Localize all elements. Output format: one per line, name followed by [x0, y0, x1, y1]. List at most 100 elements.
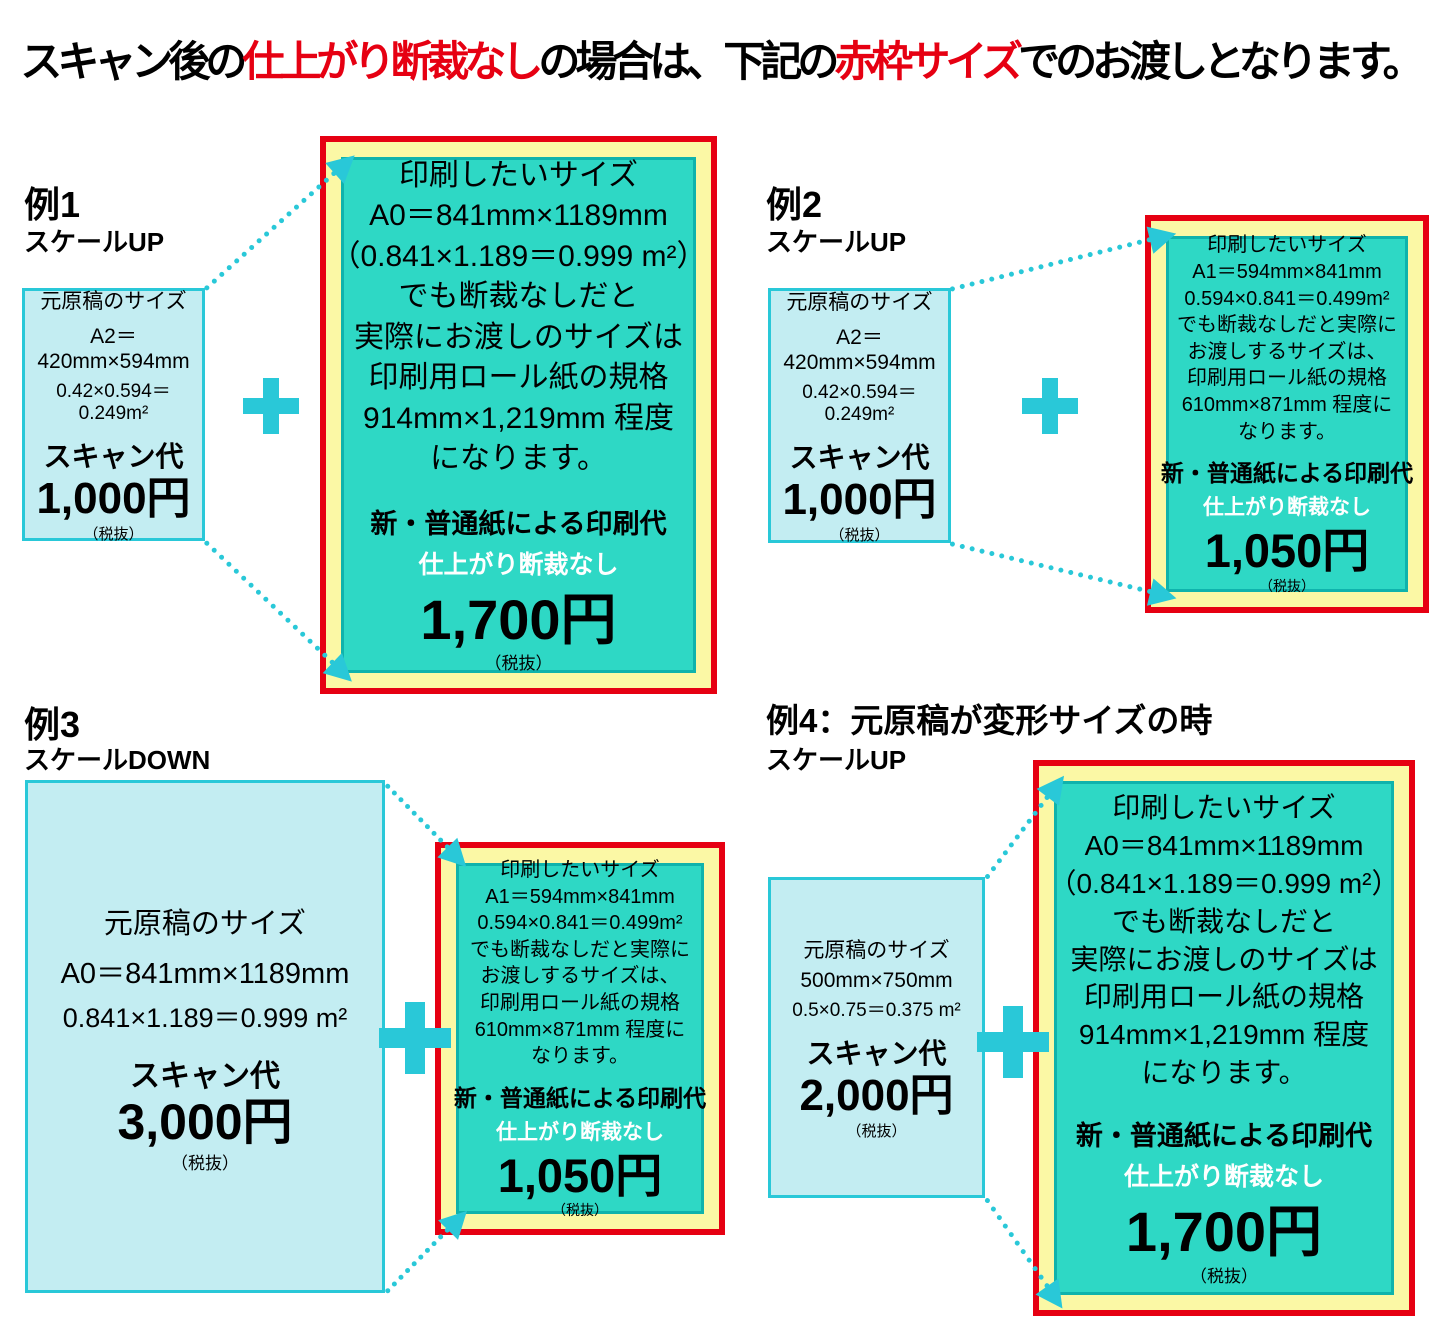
dotted-arrow-icon [203, 539, 362, 692]
dotted-arrow-icon [949, 220, 1180, 292]
print-size-line: 0.594×0.841＝0.499m² [1184, 287, 1390, 310]
print-fee-label: 新・普通紙による印刷代 [1075, 1120, 1373, 1151]
print-size-line: でも断裁なしだと [398, 280, 639, 314]
dotted-arrow-icon [949, 541, 1180, 612]
source-size-title: 元原稿のサイズ [40, 290, 187, 314]
example2-delivery-frame: 印刷したいサイズ A1＝594mm×841mm 0.594×0.841＝0.49… [1145, 215, 1429, 613]
print-size-line: なります。 [531, 1045, 629, 1068]
example4-label: 例4：元原稿が変形サイズの時 [766, 702, 1213, 739]
print-size-line: 610mm×871mm 程度に [1181, 394, 1393, 417]
example2-label: 例2 [766, 184, 823, 225]
print-size-line: （0.841×1.189＝0.999 m²） [330, 239, 707, 273]
example4-source-box: 元原稿のサイズ 500mm×750mm 0.5×0.75＝0.375 m² スキ… [768, 877, 985, 1198]
plus-icon [379, 1002, 451, 1074]
title-segment: スキャン後の [20, 38, 247, 85]
print-size-line: A0＝841mm×1189mm [1084, 830, 1364, 862]
print-size-line: 914mm×1,219mm 程度 [1078, 1019, 1370, 1051]
print-size-line: 0.594×0.841＝0.499m² [477, 912, 683, 935]
print-fee-value: 1,700円 [420, 587, 617, 651]
print-size-line: お渡しするサイズは、 [480, 965, 680, 988]
example4-print-box: 印刷したいサイズ A0＝841mm×1189mm （0.841×1.189＝0.… [1049, 781, 1400, 1295]
print-size-line: 印刷したいサイズ [398, 158, 639, 192]
example4-delivery-frame: 印刷したいサイズ A0＝841mm×1189mm （0.841×1.189＝0.… [1033, 760, 1415, 1316]
source-size-title: 元原稿のサイズ [803, 939, 950, 963]
print-size-line: になります。 [1141, 1056, 1307, 1088]
dotted-arrow-icon [384, 782, 477, 877]
source-size-value: A0＝841mm×1189mm [60, 957, 350, 990]
scan-fee-value: 1,000円 [782, 475, 937, 525]
plus-icon [977, 1006, 1049, 1078]
source-size-value: A2＝420mm×594mm [37, 325, 190, 374]
print-size-line: なります。 [1238, 420, 1336, 443]
no-trim-subtitle: 仕上がり断裁なし [418, 550, 619, 579]
example1-source-box: 元原稿のサイズ A2＝420mm×594mm 0.42×0.594＝0.249m… [22, 288, 205, 543]
print-size-line: （0.841×1.189＝0.999 m²） [1048, 868, 1400, 899]
print-fee-value: 1,050円 [497, 1148, 663, 1202]
example1-label: 例1 [24, 184, 81, 225]
source-size-value: A2＝420mm×594mm [783, 326, 936, 375]
tax-note: （税抜） [171, 1153, 239, 1173]
example3-scale-label: スケールDOWN [24, 745, 211, 775]
print-fee-value: 1,050円 [1204, 524, 1370, 578]
print-size-line: でも断裁なしだと実際に [470, 938, 690, 961]
print-fee-label: 新・普通紙による印刷代 [453, 1084, 707, 1111]
title-segment: でのお渡しとなります。 [1018, 38, 1425, 85]
print-fee-label: 新・普通紙による印刷代 [1160, 460, 1414, 487]
example1-scale-label: スケールUP [24, 227, 165, 257]
source-area-value: 0.42×0.594＝0.249m² [56, 381, 171, 425]
print-size-line: A1＝594mm×841mm [1192, 261, 1382, 284]
source-size-title: 元原稿のサイズ [786, 291, 933, 315]
source-size-title: 元原稿のサイズ [103, 907, 307, 940]
print-size-line: 印刷用ロール紙の規格 [368, 361, 669, 395]
tax-note: （税抜） [1259, 577, 1315, 594]
print-size-line: 印刷用ロール紙の規格 [480, 991, 680, 1014]
print-size-line: 610mm×871mm 程度に [474, 1018, 686, 1041]
print-size-line: 実際にお渡しのサイズは [353, 320, 684, 354]
scan-fee-value: 3,000円 [117, 1093, 293, 1150]
source-area-value: 0.841×1.189＝0.999 m² [62, 1002, 348, 1033]
tax-note: （税抜） [846, 1122, 907, 1140]
no-trim-subtitle: 仕上がり断裁なし [1203, 496, 1371, 520]
print-size-line: 印刷したいサイズ [1207, 234, 1367, 257]
dotted-arrow-icon [384, 1201, 477, 1295]
print-size-line: になります。 [430, 442, 607, 476]
title-segment: の場合は、下記の [538, 38, 839, 85]
tax-note: （税抜） [1190, 1266, 1258, 1286]
print-size-line: お渡しするサイズは、 [1187, 340, 1387, 363]
print-size-line: A0＝841mm×1189mm [369, 199, 668, 233]
example1-delivery-frame: 印刷したいサイズ A0＝841mm×1189mm （0.841×1.189＝0.… [320, 136, 717, 694]
print-size-line: 印刷用ロール紙の規格 [1187, 367, 1387, 390]
scan-fee-value: 1,000円 [36, 474, 191, 524]
plus-icon [1022, 378, 1078, 434]
print-size-line: 914mm×1,219mm 程度 [363, 401, 674, 435]
source-size-value: 500mm×750mm [800, 969, 953, 993]
plus-bar [1042, 378, 1058, 434]
print-size-line: 実際にお渡しのサイズは [1070, 943, 1378, 975]
plus-bar [1003, 1006, 1023, 1078]
tax-note: （税抜） [484, 654, 553, 674]
print-fee-label: 新・普通紙による印刷代 [370, 508, 667, 539]
no-trim-subtitle: 仕上がり断裁なし [1123, 1162, 1324, 1191]
plus-icon [243, 378, 299, 434]
print-size-line: A1＝594mm×841mm [485, 885, 675, 908]
print-size-line: 印刷したいサイズ [1112, 792, 1336, 824]
plus-bar [263, 378, 279, 434]
example3-label: 例3 [24, 704, 81, 745]
example3-delivery-frame: 印刷したいサイズ A1＝594mm×841mm 0.594×0.841＝0.49… [435, 842, 725, 1235]
print-size-line: でも断裁なしだと実際に [1177, 314, 1397, 337]
example3-source-box: 元原稿のサイズ A0＝841mm×1189mm 0.841×1.189＝0.99… [25, 780, 385, 1293]
source-area-value: 0.42×0.594＝0.249m² [802, 382, 917, 426]
print-size-line: でも断裁なしだと [1111, 905, 1336, 937]
plus-bar [405, 1002, 425, 1074]
scan-fee-label: スキャン代 [43, 441, 184, 473]
example2-source-box: 元原稿のサイズ A2＝420mm×594mm 0.42×0.594＝0.249m… [768, 288, 951, 544]
tax-note: （税抜） [552, 1202, 608, 1219]
print-size-line: 印刷したいサイズ [500, 858, 660, 881]
source-area-value: 0.5×0.75＝0.375 m² [792, 1000, 961, 1022]
dotted-arrow-icon [203, 144, 365, 292]
no-trim-subtitle: 仕上がり断裁なし [496, 1120, 664, 1144]
print-size-line: 印刷用ロール紙の規格 [1083, 981, 1364, 1013]
tax-note: （税抜） [829, 526, 890, 544]
title-highlight-no-trim: 仕上がり断裁なし [242, 38, 543, 85]
